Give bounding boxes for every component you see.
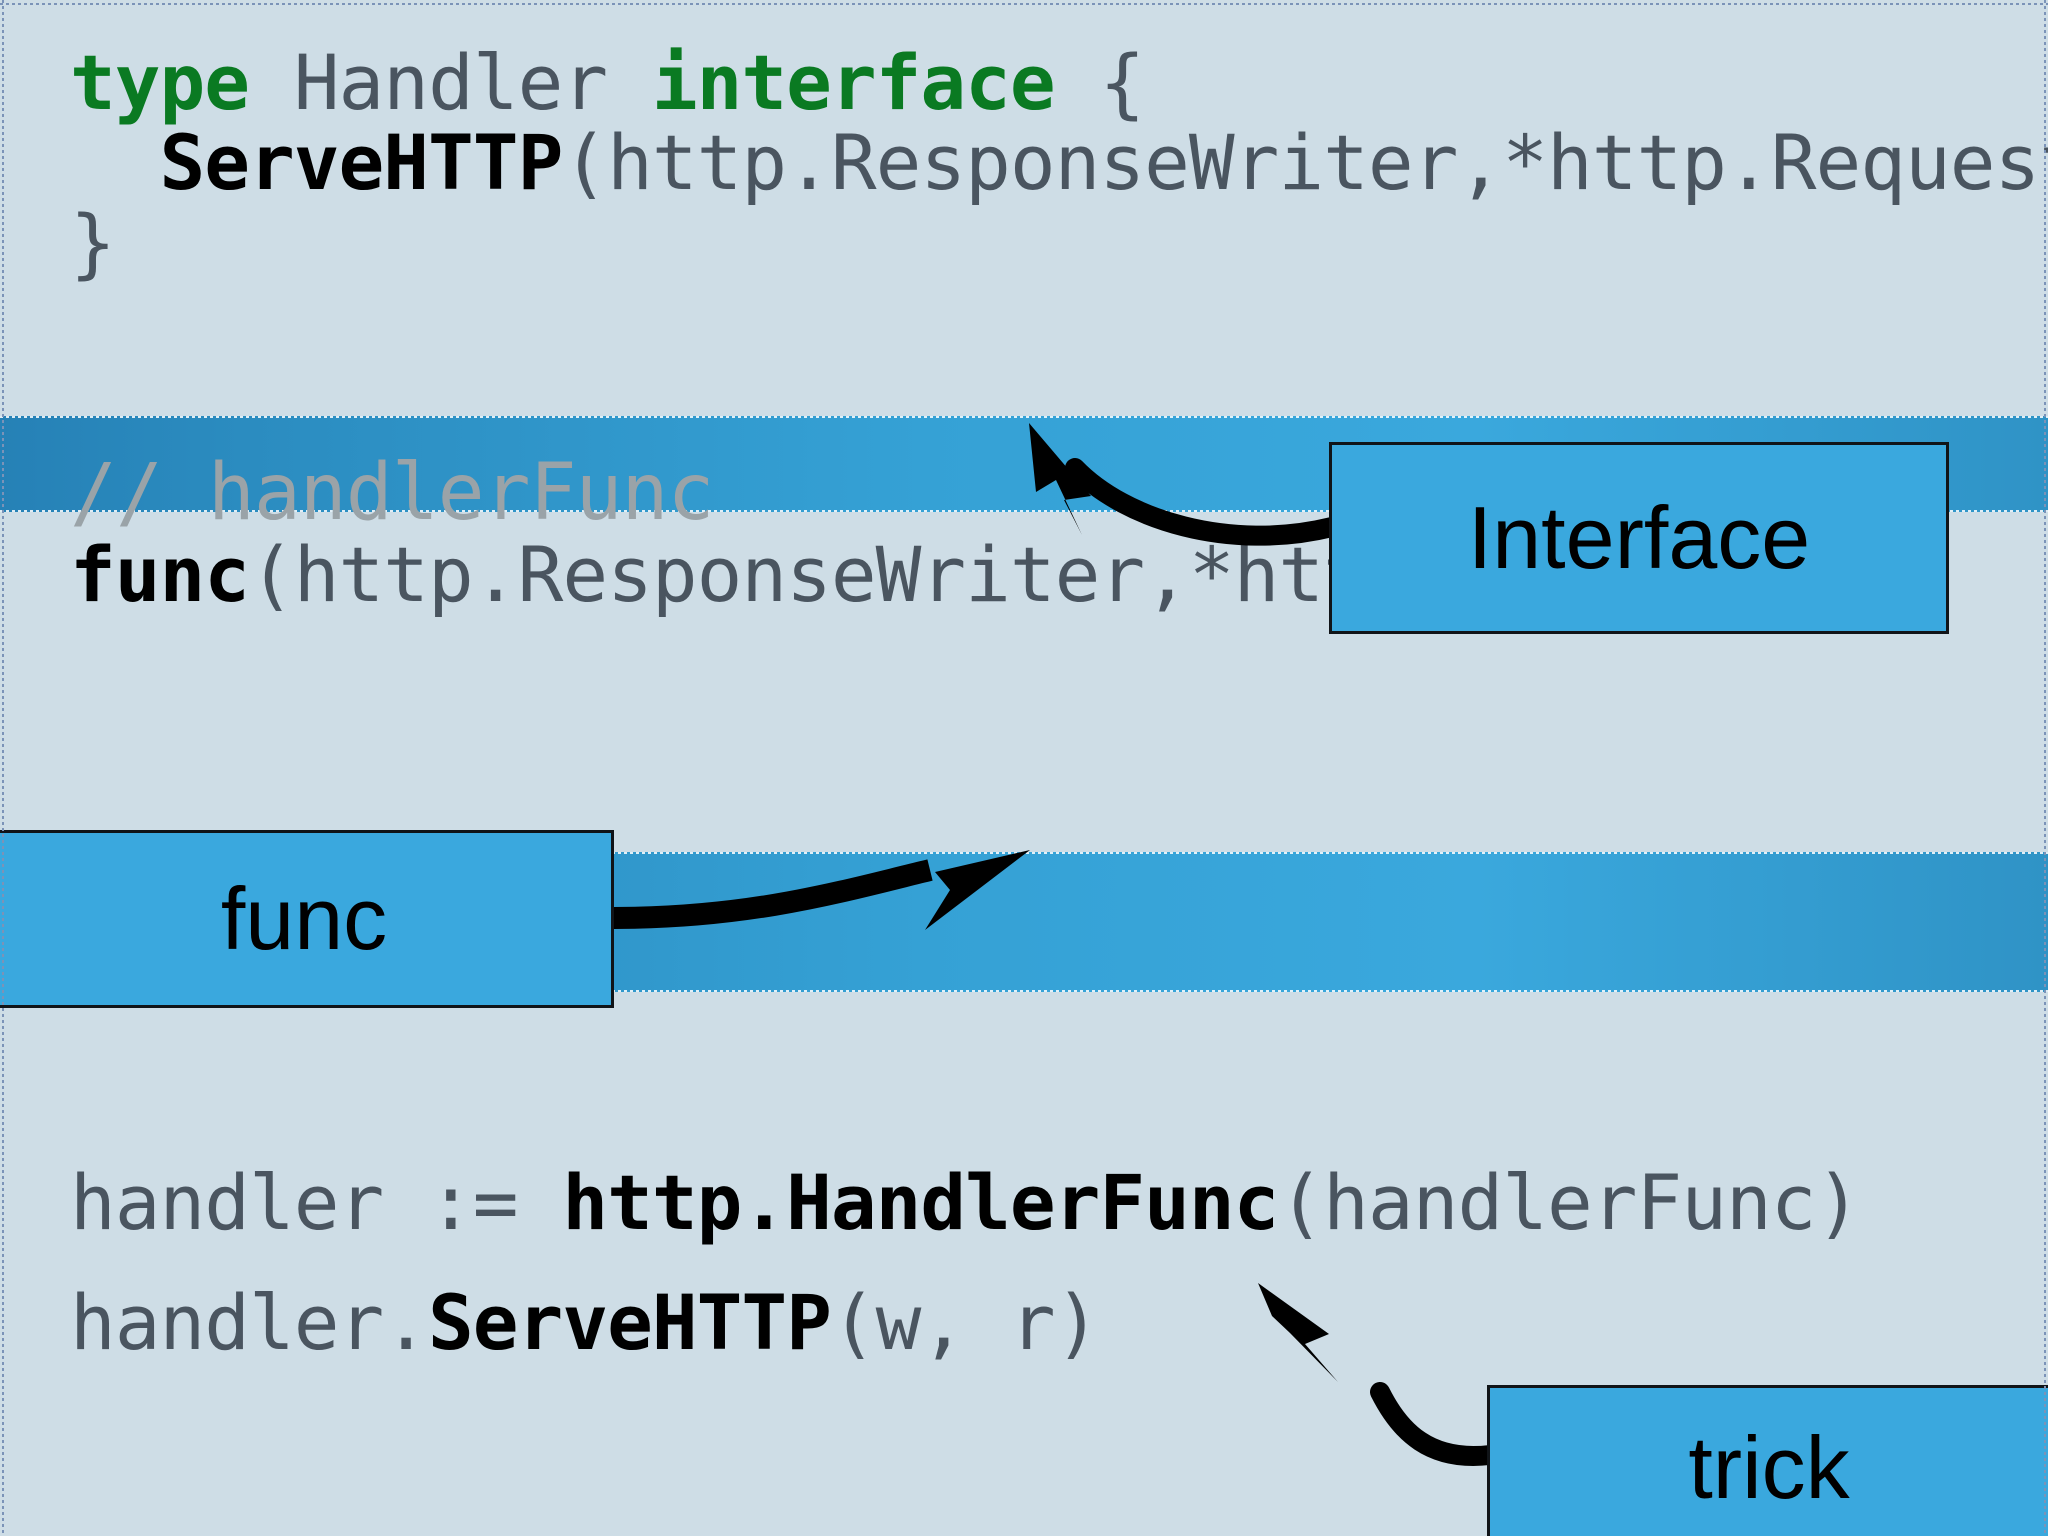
code-line-handler-servehttp-call: handler.ServeHTTP(w, r) xyxy=(70,1278,1101,1367)
callout-trick[interactable]: trick xyxy=(1487,1385,2048,1536)
handler-assign-prefix: handler := xyxy=(70,1158,563,1247)
servehttp-call: ServeHTTP xyxy=(428,1278,832,1367)
callout-func[interactable]: func xyxy=(0,830,614,1008)
slide-border-top xyxy=(0,3,2048,5)
handler-receiver: handler. xyxy=(70,1278,429,1367)
method-name-servehttp: ServeHTTP xyxy=(159,118,564,207)
servehttp-params: (http.ResponseWriter,*http.Request) xyxy=(562,118,2048,207)
code-line-comment-handlerfunc: // handlerFunc xyxy=(70,448,714,538)
keyword-type: type xyxy=(70,38,250,127)
keyword-func: func xyxy=(70,530,250,619)
open-brace: { xyxy=(1099,38,1145,127)
arrow-trick xyxy=(1258,1283,1500,1466)
keyword-interface: interface xyxy=(651,38,1056,127)
callout-interface-label: Interface xyxy=(1467,488,1811,587)
servehttp-args: (w, r) xyxy=(830,1278,1101,1367)
http-handlerfunc-type: http.HandlerFunc xyxy=(562,1158,1279,1247)
type-name-handler: Handler xyxy=(293,38,608,127)
callout-interface[interactable]: Interface xyxy=(1329,442,1949,634)
comment-handlerfunc: // handlerFunc xyxy=(70,448,714,538)
handlerfunc-arg: (handlerFunc) xyxy=(1278,1158,1861,1247)
code-line-handler-assignment: handler := http.HandlerFunc(handlerFunc) xyxy=(70,1158,1861,1247)
callout-func-label: func xyxy=(220,869,388,968)
code-line-close-brace: } xyxy=(70,198,116,287)
callout-trick-label: trick xyxy=(1688,1417,1850,1517)
close-brace: } xyxy=(70,198,116,287)
code-line-servehttp-signature: ServeHTTP(http.ResponseWriter,*http.Requ… xyxy=(70,118,2048,207)
code-line-type-handler-interface: type Handler interface { xyxy=(70,38,1145,127)
slide-border-left xyxy=(2,0,4,1536)
slide-border-right xyxy=(2044,0,2046,1536)
